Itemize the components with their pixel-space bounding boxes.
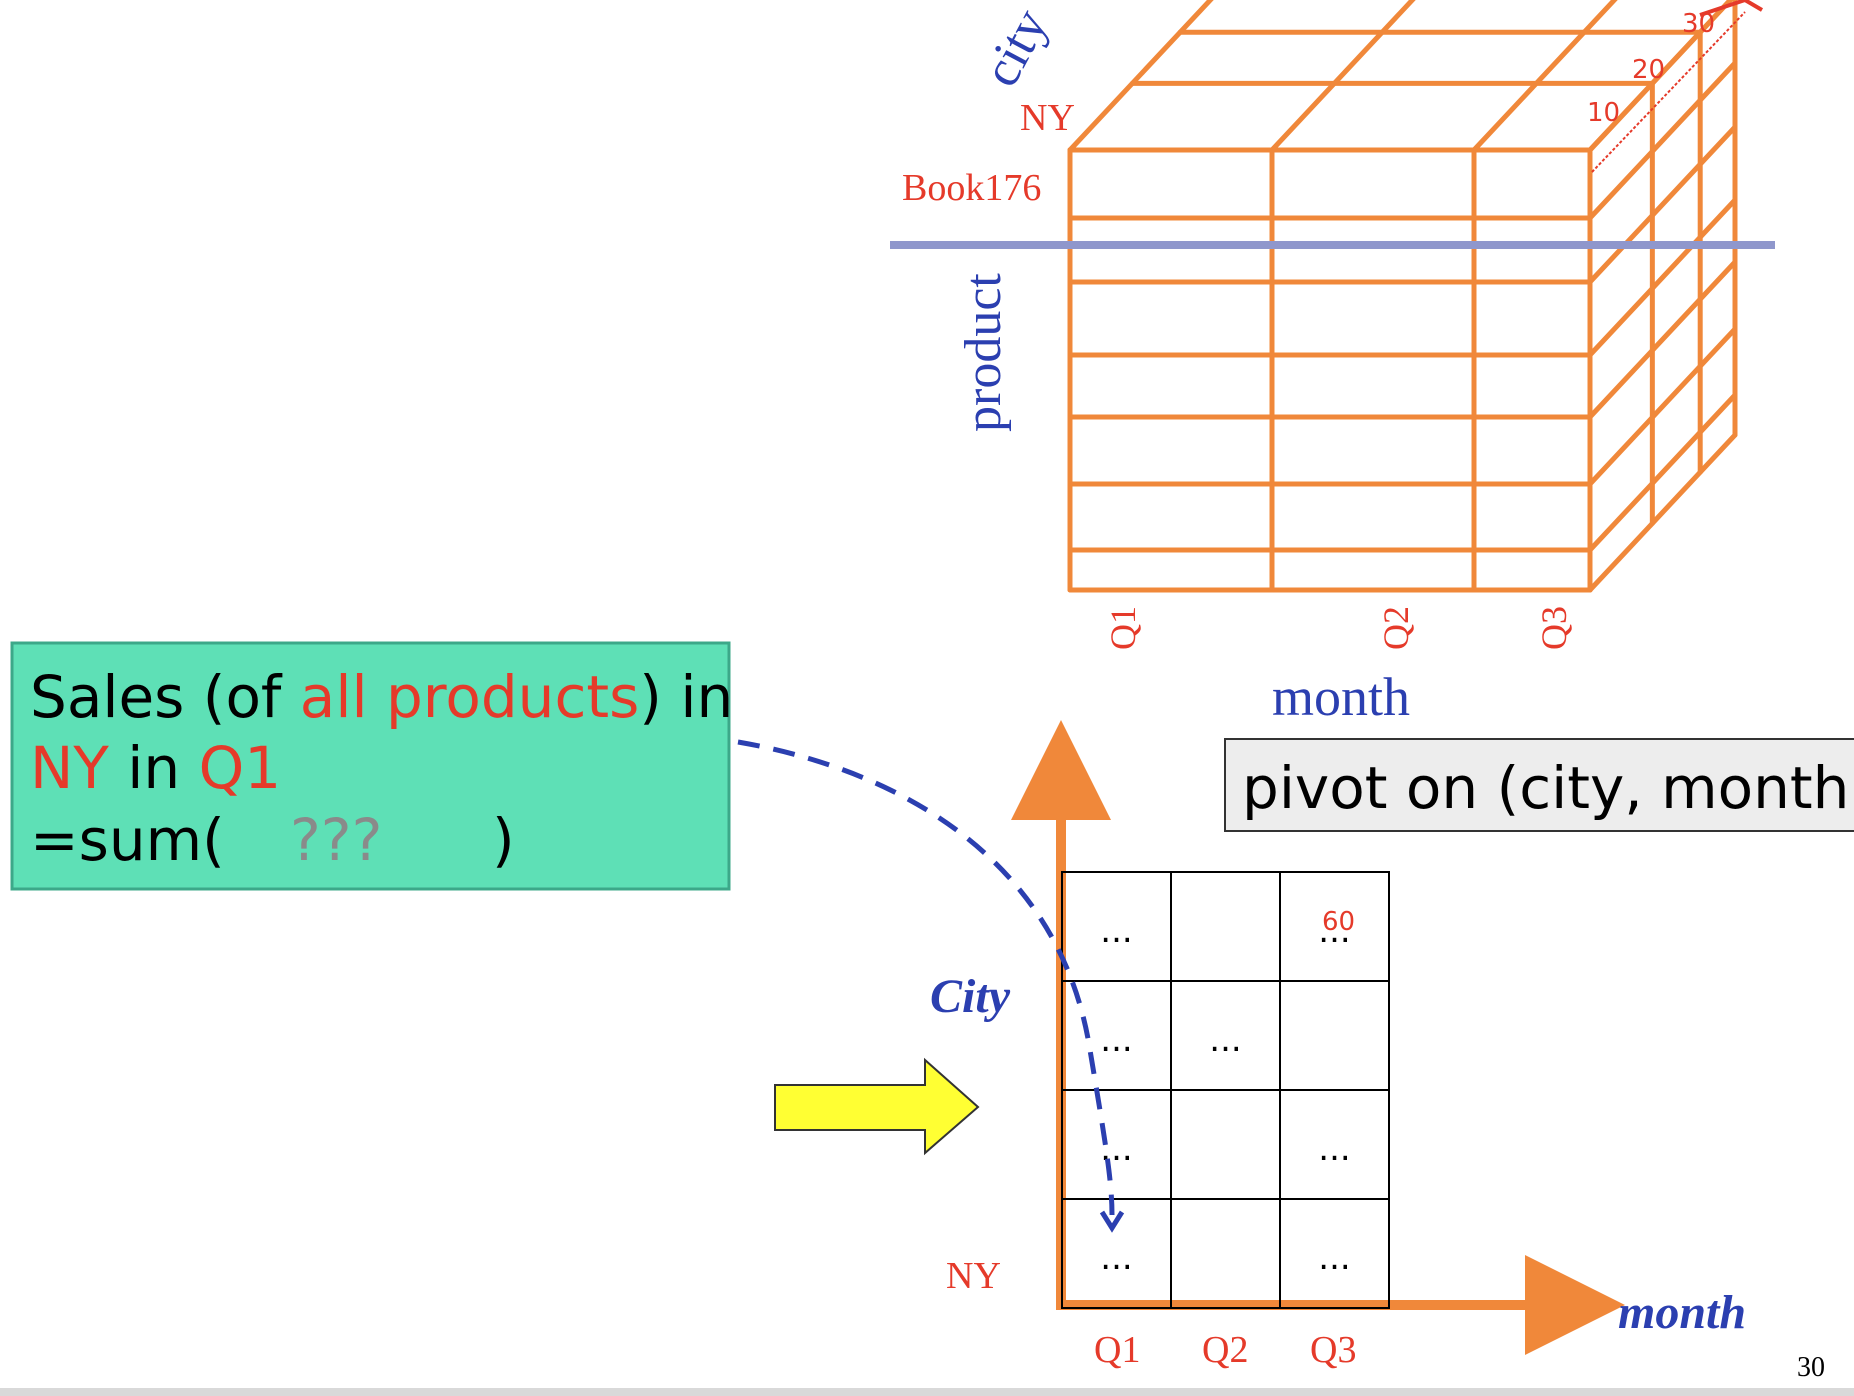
page-number: 30 (1797, 1352, 1825, 1383)
grid-cell-value: ... (1100, 1020, 1132, 1060)
label-book176: Book176 (902, 167, 1041, 209)
axis-label-product: product (955, 273, 1012, 432)
cube-front-face (1067, 147, 1593, 593)
grid-cell-value: ... (1100, 911, 1132, 951)
cube-top-depth-line (1269, 0, 1416, 153)
cube-right-depth-line (1587, 124, 1738, 285)
pivot-grid: ........................ (1061, 871, 1390, 1309)
grid-col-label-q2: Q2 (1202, 1329, 1248, 1371)
depth-value-30: 30 (1682, 9, 1715, 39)
cube-right-depth-line (1587, 0, 1734, 153)
grid-cell (1170, 871, 1281, 982)
cube-q2-label: Q2 (1376, 606, 1416, 650)
cube-right-depth-line (1587, 326, 1738, 487)
axis-label-city: city (972, 0, 1059, 96)
depth-value-10: 10 (1587, 98, 1620, 128)
cube-q1-label: Q1 (1103, 606, 1143, 650)
cube-right-depth-line (1587, 432, 1738, 593)
cube-right-face (1587, 0, 1738, 593)
label-ny: NY (1020, 97, 1075, 139)
pivot-label: pivot on (city, month) (1242, 754, 1854, 822)
grid-y-axis-label: City (930, 970, 1011, 1023)
grid-cell-value: ... (1100, 1238, 1132, 1278)
grid-x-axis-label: month (1618, 1286, 1746, 1339)
sales-callout: Sales (of all products) in NY in Q1 =sum… (10, 641, 733, 891)
grid-row-label-ny: NY (946, 1255, 1001, 1297)
cube-right-depth-line (1587, 392, 1738, 553)
grid-cell (1170, 1089, 1281, 1200)
bottom-bar (0, 1388, 1854, 1396)
cube-q3-label: Q3 (1534, 606, 1574, 650)
callout-box (10, 641, 731, 891)
grid-cell (1279, 1198, 1390, 1309)
grid-col-label-q3: Q3 (1310, 1329, 1356, 1371)
axis-label-month: month (1272, 667, 1410, 727)
cube-right-depth-line (1587, 259, 1738, 420)
grid-cell (1170, 1198, 1281, 1309)
grid-cell-value: ... (1318, 1129, 1350, 1169)
grid-col-label-q1: Q1 (1094, 1329, 1140, 1371)
dashed-pointer-arrow (737, 739, 1125, 1233)
depth-arrow (1591, 0, 1764, 173)
grid-cell (1279, 980, 1390, 1091)
cube-right-depth-line (1587, 60, 1738, 221)
cube-right-depth-line (1587, 197, 1738, 358)
callout-line-2: NY in Q1 (30, 734, 281, 802)
cell-annotation-60: 60 (1322, 907, 1355, 937)
callout-line-1: Sales (of all products) in (30, 663, 733, 731)
grid-cell-value: ... (1318, 1238, 1350, 1278)
grid-cell-value: ... (1318, 911, 1350, 951)
grid-cell-value: ... (1209, 1020, 1241, 1060)
data-cube (1067, 0, 1738, 593)
pivot-label-box: pivot on (city, month) (1224, 738, 1854, 832)
cube-top-depth-line (1471, 0, 1618, 153)
cube-top-depth-line (1067, 0, 1214, 153)
depth-value-20: 20 (1632, 55, 1665, 85)
yellow-arrow-icon (774, 1057, 980, 1156)
callout-line-3: =sum(???) (30, 806, 515, 874)
